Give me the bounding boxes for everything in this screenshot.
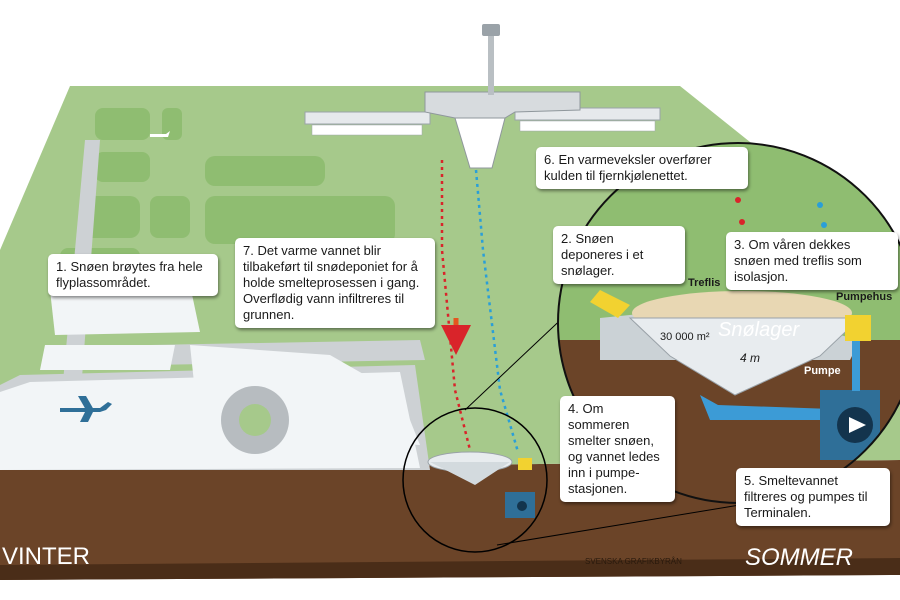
callout-4: 4. Om sommeren smelter snøen, og vannet … <box>560 396 675 502</box>
callout-1: 1. Snøen brøytes fra hele flyplassområde… <box>48 254 218 296</box>
terminal-building <box>304 24 661 169</box>
airplane-small-icon <box>150 131 170 137</box>
snow-cover <box>0 285 420 470</box>
small-snow-depot <box>427 451 535 518</box>
parked-planes <box>311 120 656 136</box>
depth-label: 4 m <box>740 351 760 365</box>
airplane-icon <box>60 396 112 422</box>
credit-label: SVENSKA GRAFIKBYRÅN <box>585 557 682 566</box>
winter-label: VINTER <box>2 543 90 570</box>
snolager-label: Snølager <box>718 319 800 341</box>
summer-label: SOMMER <box>745 544 853 571</box>
callout-5: 5. Smeltevannet filtreres og pumpes til … <box>736 468 890 526</box>
treflis-label: Treflis <box>688 277 720 289</box>
small-detail-circle <box>402 407 548 553</box>
soil-bottom-edge <box>0 558 900 580</box>
pumpehus-label: Pumpehus <box>836 291 892 303</box>
cold-water-flow <box>474 169 520 453</box>
callout-2: 2. Snøen deponeres i et snølager. <box>553 226 685 284</box>
area-label: 30 000 m² <box>660 331 710 343</box>
pumpe-label: Pumpe <box>804 365 841 377</box>
warm-water-flow <box>440 160 472 451</box>
callout-6: 6. En varmeveksler overfører kulden til … <box>536 147 748 189</box>
callout-7: 7. Det varme vannet blir tilbakeført til… <box>235 238 435 328</box>
callout-3: 3. Om våren dekkes snøen med treflis som… <box>726 232 898 290</box>
